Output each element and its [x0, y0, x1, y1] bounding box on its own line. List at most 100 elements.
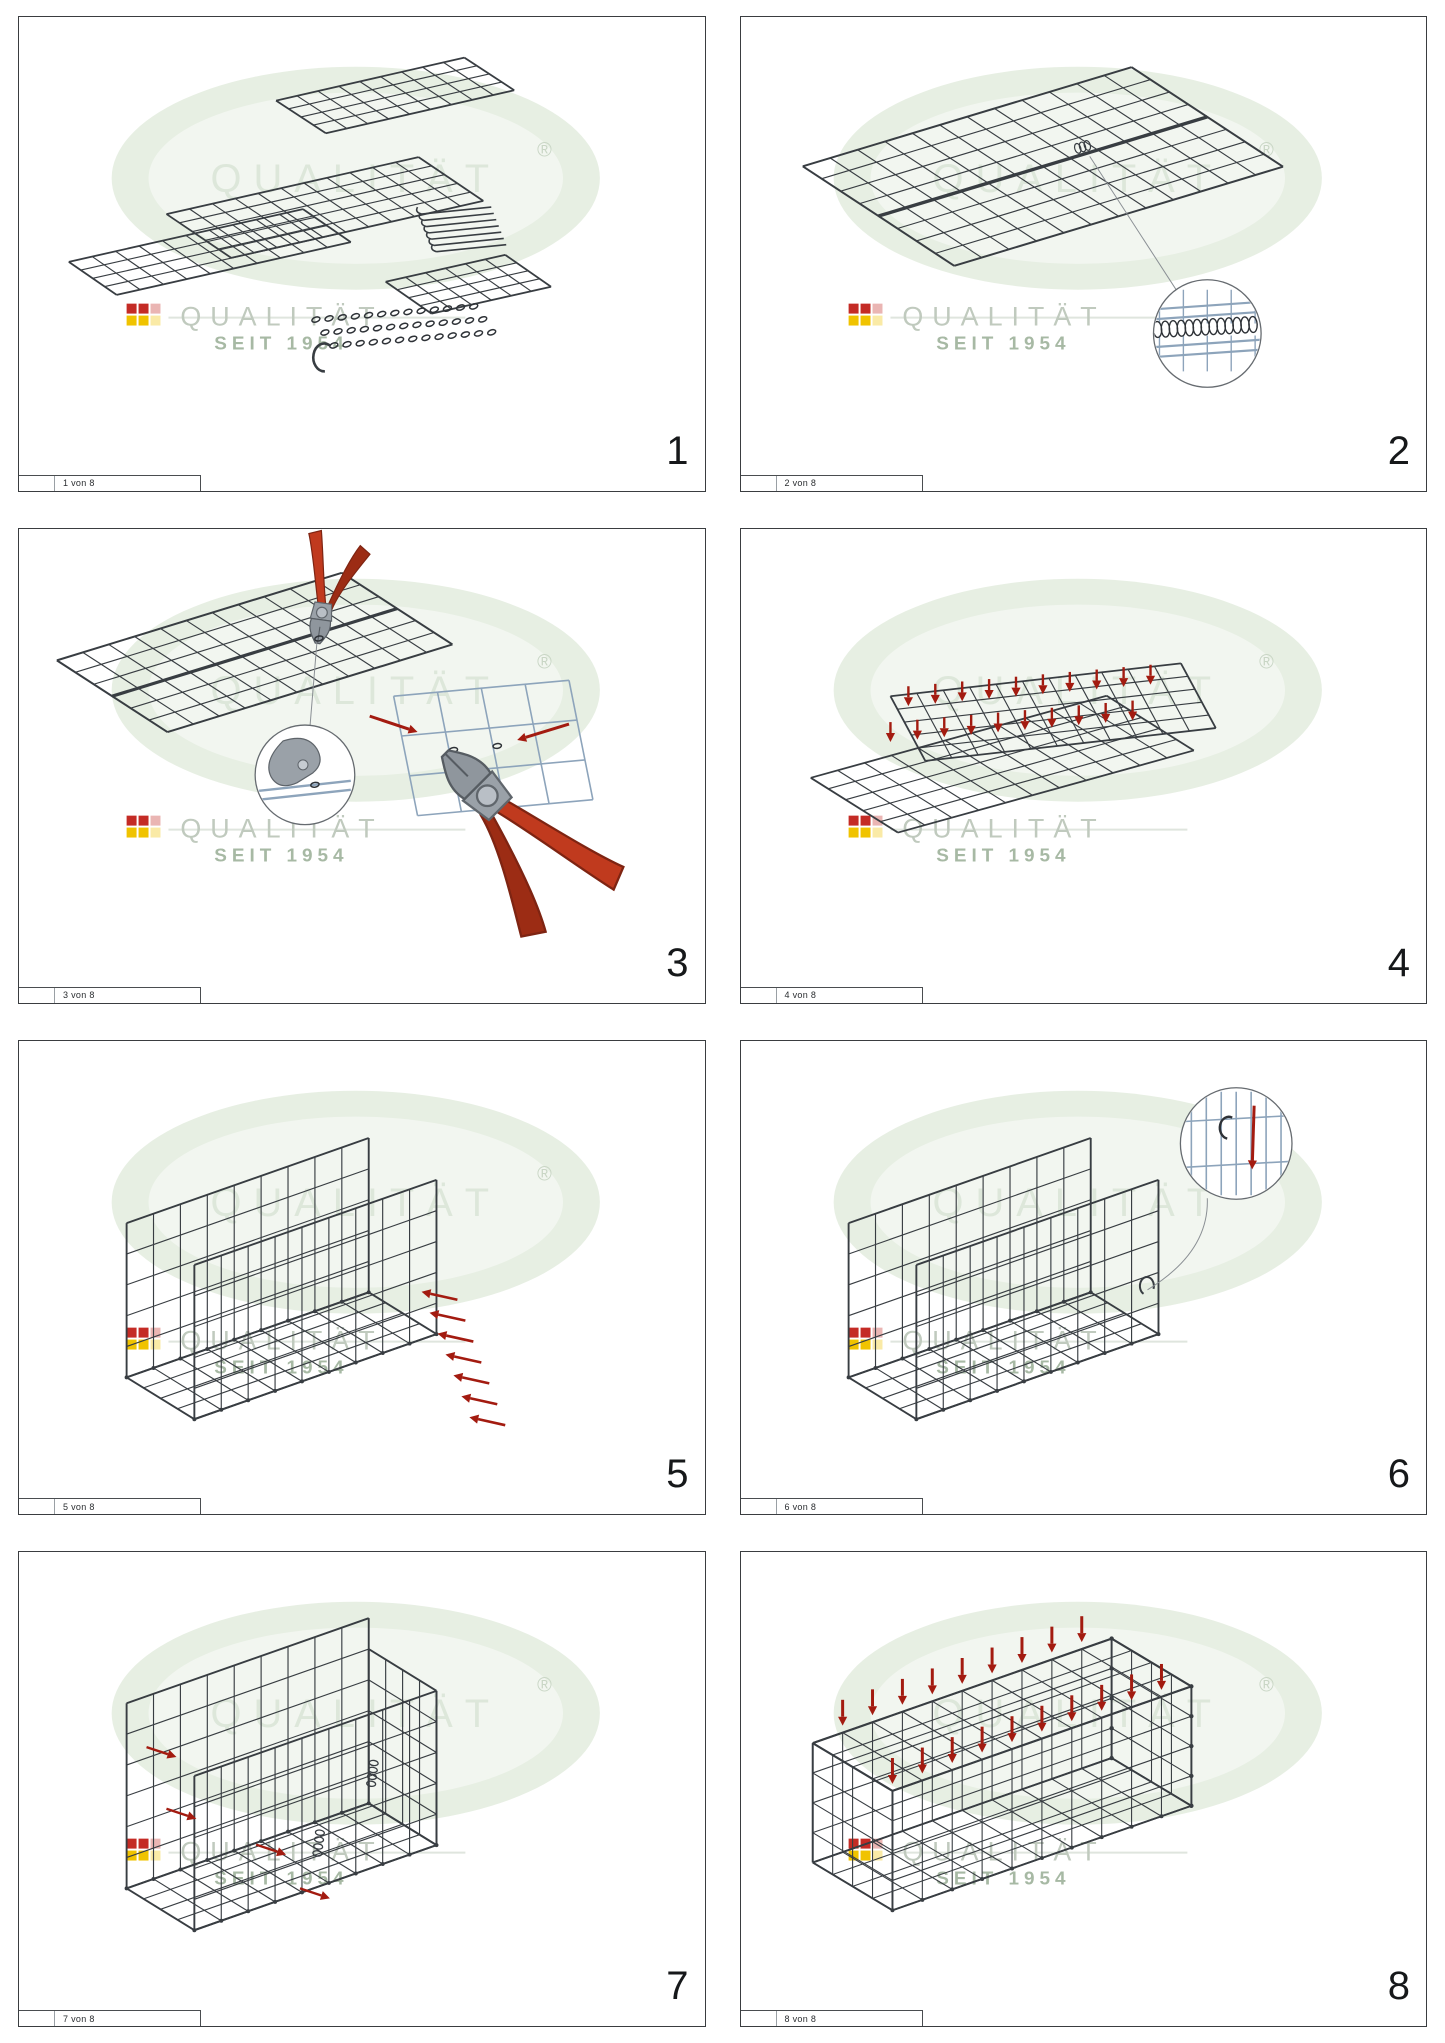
title-block: 3 von 8: [19, 986, 201, 1003]
watermark-logo-square: [848, 1327, 859, 1338]
watermark-logo-square: [138, 815, 149, 826]
watermark-logo-square: [138, 827, 149, 838]
watermark-logo-square: [126, 315, 137, 326]
sheet-caption: 7 von 8: [63, 2013, 95, 2024]
watermark-logo-square: [848, 315, 859, 326]
watermark-logo-square: [848, 1850, 859, 1861]
watermark-logo-square: [860, 315, 871, 326]
watermark-year: SEIT 1954: [214, 845, 348, 866]
title-block-cell: [741, 475, 777, 491]
watermark-logo-square: [860, 303, 871, 314]
watermark-logo-square: [138, 303, 149, 314]
sheet-caption: 2 von 8: [784, 478, 817, 489]
registered-mark: ®: [537, 651, 552, 673]
scene-join-mesh-spirals: [801, 66, 1284, 388]
scene-hook-spiral-detail: [846, 1086, 1293, 1421]
step-number: 2: [1387, 428, 1410, 473]
sheet-caption: 8 von 8: [784, 2013, 817, 2024]
title-block-cell: [19, 2011, 55, 2026]
watermark-year: SEIT 1954: [214, 333, 348, 354]
watermark-word: QUALITÄT: [180, 302, 383, 332]
callout-content: [1153, 289, 1260, 372]
watermark-logo-square: [872, 1327, 882, 1338]
watermark-logo-square: [860, 1327, 871, 1338]
registered-mark: ®: [1259, 1675, 1274, 1697]
sheet-caption: 4 von 8: [784, 990, 817, 1000]
scene-attach-end-walls: [124, 1617, 439, 1933]
registered-mark: ®: [537, 139, 552, 161]
scene-close-lid-clips: [811, 1616, 1194, 1913]
title-block-cell: [741, 987, 777, 1003]
callout-content: [258, 737, 351, 801]
watermark-logo-square: [860, 1850, 871, 1861]
watermark-logo-square: [150, 1339, 161, 1350]
watermark-logo-square: [150, 303, 161, 314]
step-number: 6: [1387, 1452, 1410, 1497]
step-number: 5: [666, 1452, 689, 1497]
watermark-logo-square: [150, 827, 161, 838]
watermark-logo-square: [150, 815, 161, 826]
watermark-logo-square: [872, 1339, 882, 1350]
watermark-logo-square: [848, 1838, 859, 1849]
registered-mark: ®: [1259, 651, 1274, 673]
scene-parts-overview: [68, 56, 552, 373]
title-block: 6 von 8: [740, 1498, 923, 1515]
watermark-logo-square: [872, 315, 882, 326]
direction-arrows: [369, 714, 570, 742]
watermark-brand-text: QUALITÄT: [932, 1181, 1223, 1225]
watermark-brand-text: QUALITÄT: [211, 1692, 502, 1736]
watermark-logo-square: [126, 827, 137, 838]
scene-crimp-clips-pliers: [56, 529, 625, 938]
watermark-year: SEIT 1954: [936, 333, 1070, 354]
title-block: 1 von 8: [19, 474, 201, 491]
watermark-logo-square: [872, 1850, 882, 1861]
watermark-logo-square: [872, 303, 882, 314]
title-block-cell: [19, 475, 55, 491]
pliers-icon: [440, 748, 625, 938]
watermark-logo-square: [150, 315, 161, 326]
step-number: 1: [666, 428, 689, 473]
registered-mark: ®: [1259, 139, 1274, 161]
scene-erect-side-walls: [124, 1136, 506, 1426]
watermark-brand-text: QUALITÄT: [211, 1181, 502, 1225]
title-block: 7 von 8: [19, 2010, 201, 2026]
sheet-caption: 6 von 8: [784, 1501, 817, 1512]
watermark-logo-square: [872, 827, 882, 838]
watermark-logo-square: [150, 1327, 161, 1338]
sheet-caption: 5 von 8: [63, 1501, 95, 1512]
title-block: 2 von 8: [740, 474, 923, 491]
callout-content: [1181, 1091, 1290, 1195]
step-number: 4: [1387, 940, 1410, 985]
watermark-logo-square: [860, 827, 871, 838]
watermark-word: QUALITÄT: [180, 813, 383, 843]
watermark-logo-square: [138, 1327, 149, 1338]
title-block: 4 von 8: [740, 986, 923, 1003]
registered-mark: ®: [537, 1675, 552, 1697]
direction-arrows: [837, 1616, 1166, 1785]
watermark-word: QUALITÄT: [902, 302, 1105, 332]
watermark-logo-square: [848, 815, 859, 826]
watermark-logo-square: [848, 827, 859, 838]
direction-arrows: [421, 1288, 506, 1426]
watermark-logo-square: [138, 1838, 149, 1849]
step-number: 7: [666, 1964, 689, 2008]
watermark-logo-square: [150, 1850, 161, 1861]
watermark-logo-square: [138, 1339, 149, 1350]
title-block-cell: [19, 1499, 55, 1515]
watermark-year: SEIT 1954: [936, 845, 1070, 866]
watermark-logo-square: [860, 1339, 871, 1350]
